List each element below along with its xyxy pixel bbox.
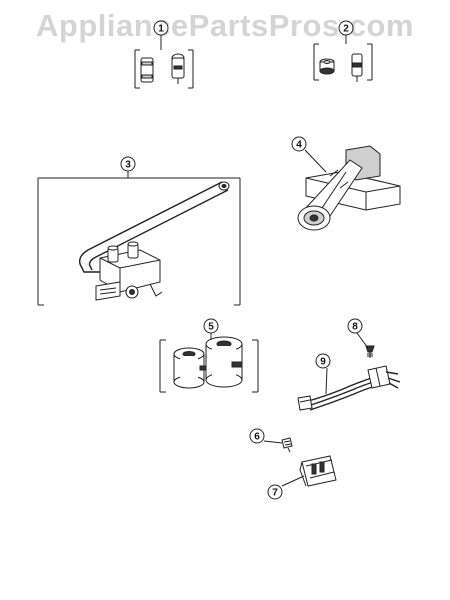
part-6-screw — [281, 437, 293, 453]
part-4-group — [297, 145, 401, 231]
part-5-coil-large — [205, 336, 243, 388]
part-1-fitting-left — [140, 57, 154, 83]
part-2-fitting-left — [319, 58, 335, 75]
callout-7-label: 7 — [272, 488, 278, 499]
callout-6-label: 6 — [254, 432, 260, 443]
leader-8 — [356, 332, 369, 349]
callout-2: 2 — [338, 20, 354, 36]
part-3-group — [37, 177, 241, 306]
leader-lines — [127, 35, 369, 487]
callout-8: 8 — [347, 318, 363, 334]
callout-5: 5 — [203, 318, 219, 334]
leader-6 — [263, 440, 283, 444]
part-5-bracket-right — [252, 339, 259, 393]
part-1-fitting-right — [171, 53, 185, 84]
callout-9: 9 — [315, 353, 331, 369]
callout-4-label: 4 — [296, 140, 302, 151]
part-1-group — [134, 49, 194, 89]
callout-7: 7 — [267, 484, 283, 500]
leader-7 — [281, 475, 305, 487]
leader-4 — [304, 149, 327, 173]
part-3-bracket-right — [234, 177, 241, 306]
part-3-bracket-left — [37, 177, 44, 306]
callout-3-label: 3 — [125, 160, 131, 171]
callout-3: 3 — [120, 156, 136, 172]
part-4-burner-tube — [297, 159, 363, 231]
part-5-group — [159, 336, 259, 393]
part-2-group — [313, 43, 373, 82]
part-2-bracket-right — [367, 43, 373, 81]
part-3-valve-body — [95, 241, 163, 301]
part-2-fitting-right — [351, 53, 363, 82]
callout-5-label: 5 — [208, 322, 214, 333]
callout-2-label: 2 — [343, 24, 349, 35]
part-7-terminal-block — [299, 455, 337, 487]
part-5-coil-small — [173, 347, 209, 389]
callout-6: 6 — [249, 428, 265, 444]
part-3-tube — [78, 181, 230, 273]
part-8-screw — [365, 345, 375, 358]
leader-9 — [325, 367, 328, 395]
callout-8-label: 8 — [352, 322, 358, 333]
part-5-bracket-left — [159, 339, 166, 393]
part-1-bracket-right — [188, 49, 194, 89]
callout-9-label: 9 — [320, 357, 326, 368]
callout-1-label: 1 — [158, 24, 164, 35]
part-9-harness — [297, 365, 401, 411]
callout-4: 4 — [291, 136, 307, 152]
callout-1: 1 — [153, 20, 169, 36]
part-1-bracket-left — [134, 49, 140, 89]
part-2-bracket-left — [313, 43, 319, 81]
